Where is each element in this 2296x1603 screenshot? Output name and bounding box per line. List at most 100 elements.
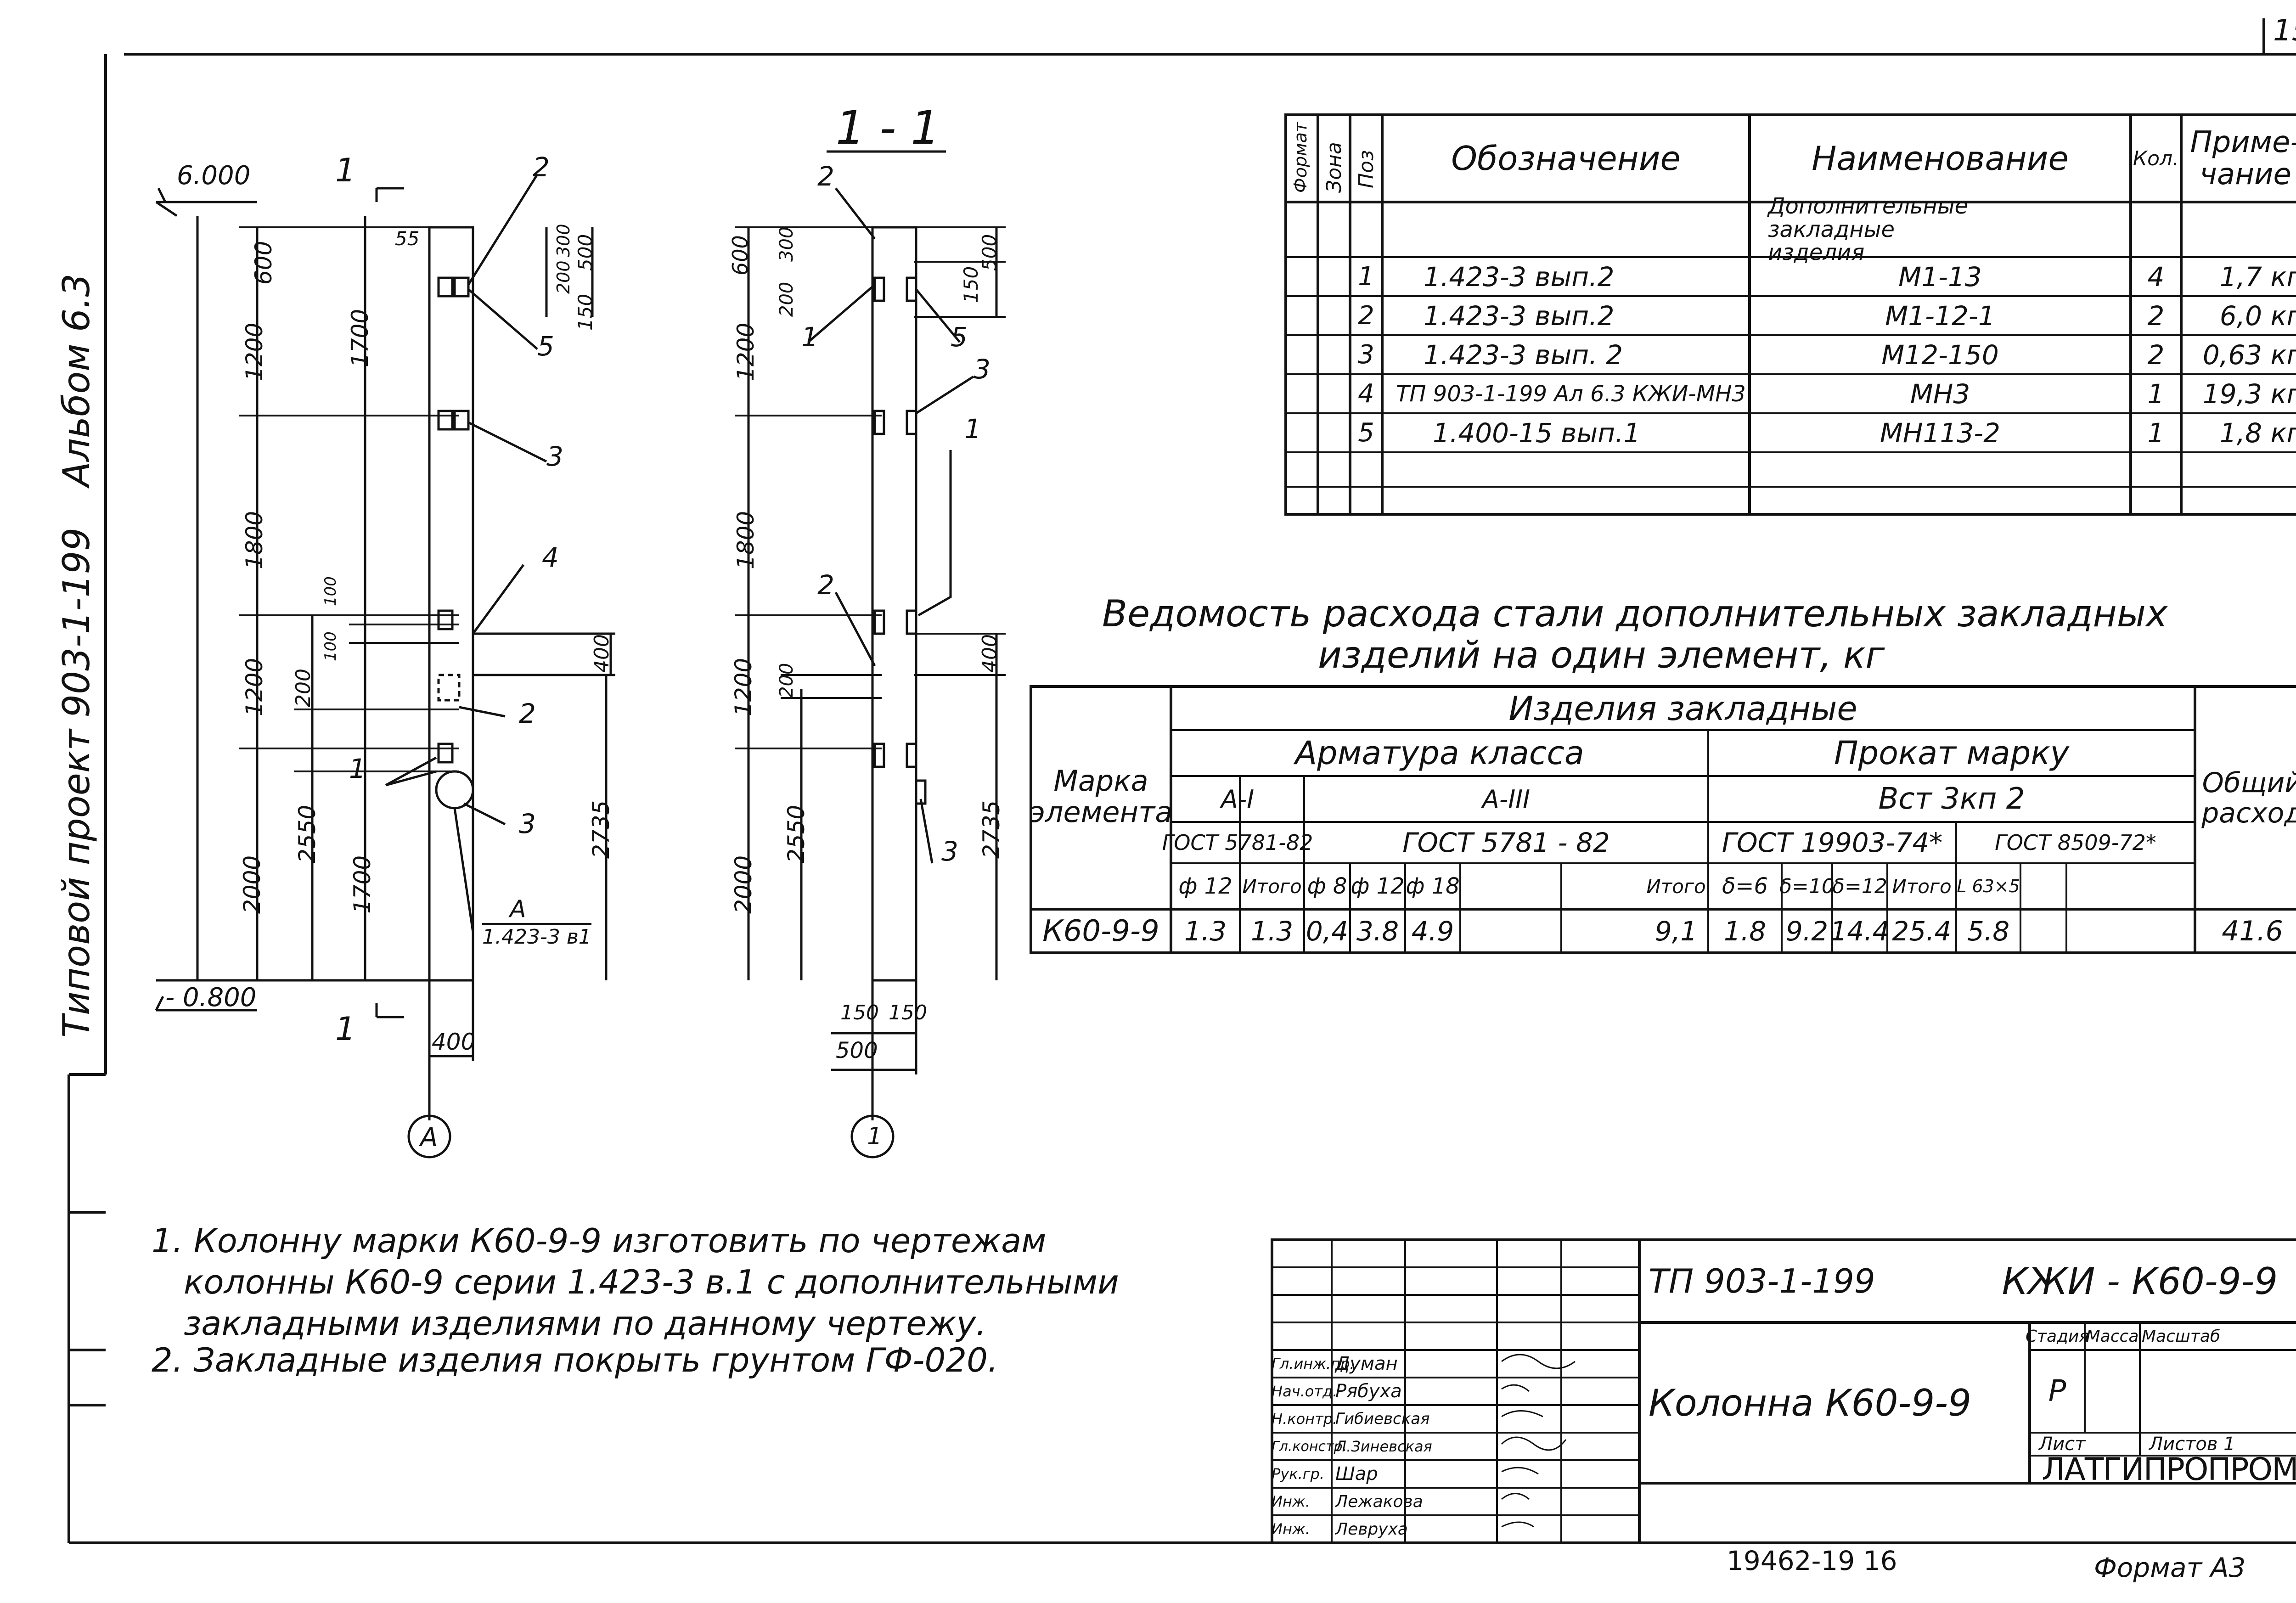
steel-rolled-std1: ГОСТ 19903-74* [1722, 827, 1943, 858]
sec-pos-label: 1 [801, 321, 818, 353]
sec-pos-label: 2 [817, 161, 834, 192]
sig-name: Думан [1335, 1353, 1398, 1374]
steel-value: 1.8 [1723, 915, 1767, 947]
steel-a3-std: ГОСТ 5781 - 82 [1402, 827, 1610, 858]
steel-subcol: ф 12 [1178, 873, 1232, 899]
steel-rolled-header: Прокат марку [1834, 734, 2069, 772]
steel-a1-std: ГОСТ 5781-82 [1162, 830, 1313, 855]
sheet-label: Лист [2039, 1434, 2086, 1455]
sec-dim: 200 [776, 281, 797, 317]
steel-value: 9,1 [1654, 915, 1698, 947]
spec-note: 6,0 кг [2219, 300, 2296, 332]
spec-note: 1,8 кг [2219, 417, 2296, 449]
sec-dim: 200 [776, 663, 797, 698]
page-number: 15 [2273, 14, 2296, 48]
steel-subcol: ф 12 [1351, 873, 1405, 899]
pos-label: 5 [537, 331, 554, 362]
section-title: 1 - 1 [836, 101, 940, 155]
sheet-format: Формат А3 [2094, 1552, 2246, 1583]
steel-a1: А-I [1221, 784, 1255, 814]
steel-value: 25.4 [1892, 915, 1952, 947]
sig-role: Рук.гр. [1272, 1465, 1325, 1483]
sec-dim: 1200 [732, 322, 759, 381]
sig-name: Левруха [1335, 1519, 1408, 1539]
steel-rolled-grade: Вст 3кп 2 [1878, 782, 2025, 816]
callout-ref: 1.423-3 в1 [482, 923, 591, 949]
dim-1700b: 1700 [349, 855, 376, 914]
sec-bottom-dim: 150 [889, 1001, 927, 1024]
note-line: 2. Закладные изделия покрыть грунтом ГФ-… [152, 1341, 998, 1379]
sig-role: Инж. [1272, 1520, 1310, 1538]
spec-header-note: Приме-чание [2190, 125, 2296, 191]
sec-dim: 1800 [732, 511, 759, 569]
sec-pos-label: 3 [974, 354, 990, 385]
steel-subcol: Итого [1242, 875, 1302, 898]
steel-mark-header: Марка элемента [1029, 764, 1173, 829]
spec-designation: 1.423-3 вып.2 [1424, 261, 1615, 292]
pos-label: 4 [542, 542, 559, 573]
steel-group-header: Изделия закладные [1508, 689, 1857, 728]
spec-name: М1-13 [1898, 261, 1982, 292]
spec-name: М1-12-1 [1885, 300, 1995, 332]
sec-dim: 300 [776, 226, 797, 262]
project-label: Типовой проект 903-1-199 [55, 527, 98, 1038]
spec-name: МН113-2 [1880, 417, 2001, 449]
sec-dim: 600 [728, 235, 753, 276]
steel-subcol: ф 18 [1406, 873, 1460, 899]
dim-1200b: 1200 [241, 658, 268, 716]
scale-label: Масштаб [2142, 1327, 2221, 1346]
sec-pos-label: 1 [964, 413, 981, 444]
sig-name: Лежакова [1335, 1492, 1423, 1511]
dim-100-a: 100 [321, 576, 340, 606]
spec-header-designation: Обозначение [1451, 139, 1681, 178]
spec-designation: 1.400-15 вып.1 [1433, 417, 1641, 449]
elevation-top: 6.000 [177, 161, 251, 191]
elevation-bottom: - 0.800 [165, 983, 257, 1012]
spec-pos: 1 [1358, 262, 1374, 292]
spec-note: 1,7 кг [2219, 261, 2296, 292]
dim-400: 400 [590, 634, 613, 673]
spec-qty: 2 [2147, 300, 2165, 332]
spec-pos: 4 [1358, 379, 1374, 409]
steel-value: 0,4 [1306, 915, 1349, 947]
sec-pos-label: 2 [817, 569, 834, 601]
spec-header-zone: Зона [1322, 142, 1346, 193]
sig-role: Гл.инж.пр. [1272, 1355, 1355, 1372]
dim-500-top: 500 [574, 234, 597, 271]
steel-value: 5.8 [1967, 915, 2010, 947]
inventory-number: 19462-19 16 [1727, 1545, 1897, 1576]
steel-rolled-std2: ГОСТ 8509-72* [1995, 830, 2156, 855]
sec-dim: 500 [978, 234, 1001, 271]
callout-letter: А [510, 895, 526, 923]
width-dim: 400 [432, 1029, 476, 1055]
spec-note: 19,3 кг [2202, 378, 2296, 410]
steel-subcol: Итого [1892, 875, 1952, 898]
spec-qty: 4 [2147, 261, 2165, 292]
sec-dim: 2735 [978, 800, 1005, 859]
spec-header-name: Наименование [1812, 139, 2069, 178]
sec-pos-label: 3 [941, 836, 958, 867]
sig-role: Нач.отд. [1272, 1383, 1338, 1400]
sec-bottom-dim: 500 [836, 1038, 878, 1063]
spec-name: М12-150 [1881, 339, 1999, 371]
section-axis-label: 1 [867, 1123, 883, 1150]
dim-2000: 2000 [239, 855, 265, 914]
steel-a3: А-III [1482, 784, 1531, 814]
spec-pos: 2 [1358, 301, 1374, 331]
steel-row-mark: К60-9-9 [1042, 914, 1159, 948]
spec-qty: 1 [2147, 417, 2165, 449]
dim-2550: 2550 [294, 804, 321, 863]
axis-label: А [420, 1123, 438, 1153]
note-line: 1. Колонну марки К60-9-9 изготовить по ч… [152, 1221, 1047, 1260]
sec-dim: 150 [960, 266, 982, 303]
dim-200: 200 [292, 669, 315, 707]
spec-header-format: Формат [1290, 122, 1311, 193]
dim-55: 55 [395, 227, 420, 250]
sheets-label: Листов 1 [2149, 1434, 2235, 1455]
pos-label: 3 [546, 441, 563, 472]
sig-role: Инж. [1272, 1493, 1310, 1510]
dim-300-top: 300 [553, 224, 574, 257]
steel-title-1: Ведомость расхода стали дополнительных з… [1102, 592, 2168, 635]
sec-bottom-dim: 150 [840, 1001, 879, 1024]
